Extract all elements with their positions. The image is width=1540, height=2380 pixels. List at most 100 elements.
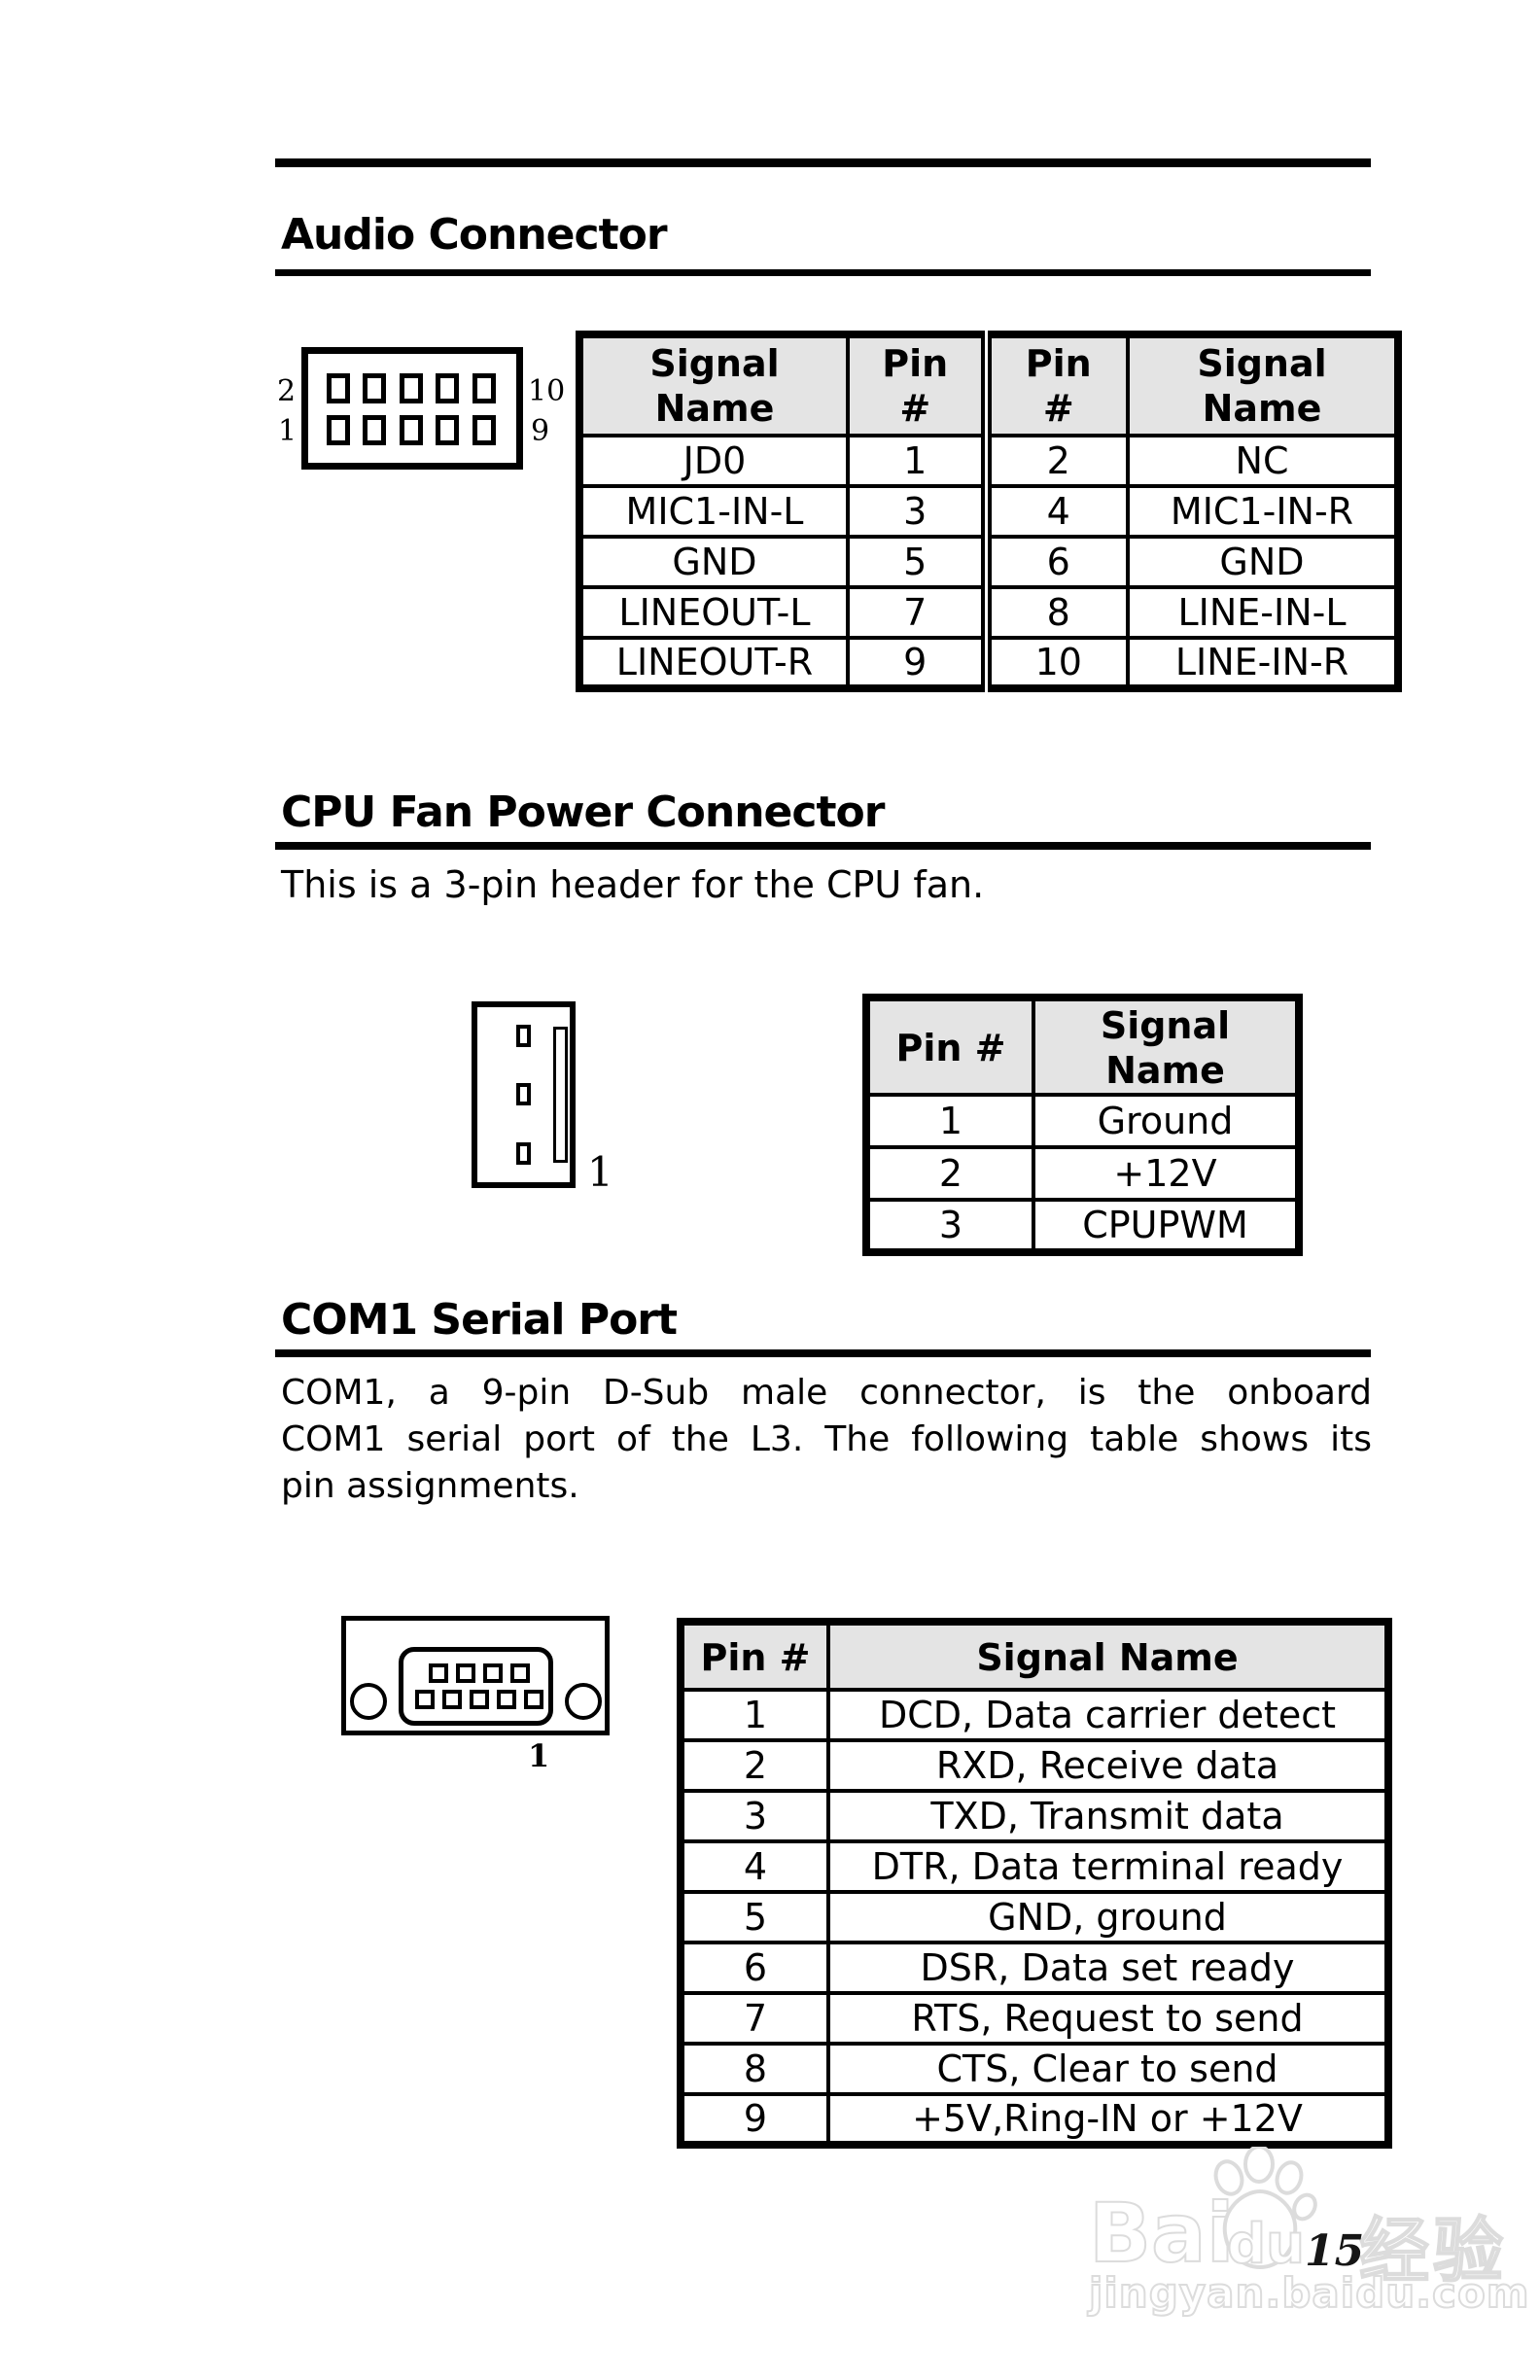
table-cell: 1	[864, 1093, 1035, 1149]
watermark-brand-left: Bai	[1088, 2185, 1236, 2282]
com1-pin-table: Pin # Signal Name 1 DCD, Data carrier de…	[677, 1618, 1392, 2149]
column-header: Pin #	[980, 332, 1130, 438]
pin9-label: 9	[531, 414, 550, 448]
fan-connector-key-slot	[553, 1027, 568, 1163]
table-row: 1 Ground	[864, 1093, 1301, 1149]
table-row: 2 RXD, Receive data	[679, 1738, 1390, 1793]
table-cell: 6	[980, 535, 1130, 589]
table-cell: 10	[980, 636, 1130, 690]
pin-square	[327, 415, 350, 445]
table-cell: 2	[980, 434, 1130, 488]
table-cell: 6	[679, 1941, 830, 1995]
pin-square	[400, 373, 423, 403]
table-cell: 5	[679, 1890, 830, 1944]
pin-square	[442, 1690, 462, 1709]
column-header: Signal Name	[1032, 996, 1301, 1097]
table-cell: DSR, Data set ready	[826, 1941, 1390, 1995]
dsub-screw-hole-right	[565, 1683, 602, 1720]
pin-square	[436, 373, 459, 403]
table-row: 5 GND, ground	[679, 1890, 1390, 1944]
top-rule	[275, 158, 1371, 167]
table-cell: 9	[679, 2092, 830, 2147]
table-row: 3 CPUPWM	[864, 1198, 1301, 1254]
audio-pin-table: Signal Name Pin # Pin # Signal Name JD0 …	[576, 331, 1402, 692]
table-cell: RTS, Request to send	[826, 1991, 1390, 2046]
table-cell: LINEOUT-R	[578, 636, 850, 690]
table-cell: 7	[846, 585, 988, 640]
table-cell: LINE-IN-L	[1126, 585, 1400, 640]
pin10-label: 10	[528, 374, 566, 408]
table-cell: 9	[846, 636, 988, 690]
table-row: 7 RTS, Request to send	[679, 1991, 1390, 2046]
pin-square	[456, 1663, 475, 1683]
pin-square	[363, 373, 386, 403]
table-cell: DCD, Data carrier detect	[826, 1688, 1390, 1742]
table-row: 3 TXD, Transmit data	[679, 1789, 1390, 1843]
watermark-site-url: jingyan.baidu.com	[1088, 2268, 1530, 2318]
cpu-fan-title-rule	[275, 842, 1371, 850]
table-cell: Ground	[1032, 1093, 1301, 1149]
table-cell: 5	[846, 535, 988, 589]
pin-square	[429, 1663, 448, 1683]
table-cell: 3	[846, 484, 988, 539]
fan-pin1-label: 1	[587, 1148, 613, 1196]
table-cell: MIC1-IN-R	[1126, 484, 1400, 539]
cpu-fan-description: This is a 3-pin header for the CPU fan.	[281, 863, 985, 906]
pin-square	[327, 373, 350, 403]
table-cell: GND	[1126, 535, 1400, 589]
pin-square	[472, 415, 496, 445]
column-header: Pin #	[864, 996, 1035, 1097]
dsub-pin-field	[399, 1647, 553, 1726]
com1-paragraph-line: COM1 serial port of the L3. The followin…	[281, 1419, 1372, 1459]
column-header: Signal Name	[578, 332, 850, 438]
pin-square	[497, 1690, 516, 1709]
com1-section-title: COM1 Serial Port	[281, 1295, 678, 1345]
table-row: 4 DTR, Data terminal ready	[679, 1839, 1390, 1894]
audio-section-title: Audio Connector	[281, 210, 668, 260]
column-header: Signal Name	[826, 1620, 1390, 1692]
audio-title-rule	[275, 269, 1371, 276]
page-number: 15	[1305, 2226, 1365, 2276]
cpu-fan-section-title: CPU Fan Power Connector	[281, 788, 885, 837]
table-row: LINEOUT-L 7 8 LINE-IN-L	[578, 585, 1400, 640]
table-row: LINEOUT-R 9 10 LINE-IN-R	[578, 636, 1400, 690]
table-row: 6 DSR, Data set ready	[679, 1941, 1390, 1995]
table-cell: 4	[679, 1839, 830, 1894]
table-cell: GND	[578, 535, 850, 589]
cpu-fan-pin-table: Pin # Signal Name 1 Ground 2 +12V 3 CPUP…	[862, 994, 1303, 1256]
baidu-paw-icon	[1213, 2147, 1317, 2270]
table-row: 1 DCD, Data carrier detect	[679, 1688, 1390, 1742]
table-cell: 2	[864, 1145, 1035, 1202]
table-row: 9 +5V,Ring-IN or +12V	[679, 2092, 1390, 2147]
pin-square	[415, 1690, 435, 1709]
pin-square	[363, 415, 386, 445]
table-row: MIC1-IN-L 3 4 MIC1-IN-R	[578, 484, 1400, 539]
com1-title-rule	[275, 1349, 1371, 1357]
table-cell: 3	[864, 1198, 1035, 1254]
column-header: Pin #	[846, 332, 988, 438]
table-cell: GND, ground	[826, 1890, 1390, 1944]
column-header: Pin #	[679, 1620, 830, 1692]
table-cell: JD0	[578, 434, 850, 488]
table-cell: +12V	[1032, 1145, 1301, 1202]
watermark-brand-cn: 经验	[1358, 2209, 1508, 2292]
table-cell: DTR, Data terminal ready	[826, 1839, 1390, 1894]
table-cell: LINE-IN-R	[1126, 636, 1400, 690]
pin-square	[516, 1083, 531, 1105]
pin-square	[510, 1663, 530, 1683]
table-cell: 3	[679, 1789, 830, 1843]
com1-paragraph-line: pin assignments.	[281, 1466, 579, 1506]
table-cell: MIC1-IN-L	[578, 484, 850, 539]
table-cell: 1	[679, 1688, 830, 1742]
column-header: Signal Name	[1126, 332, 1400, 438]
table-cell: NC	[1126, 434, 1400, 488]
audio-connector-body	[301, 347, 523, 470]
table-cell: CPUPWM	[1032, 1198, 1301, 1254]
watermark-brand-right: du	[1226, 2212, 1306, 2277]
dsub-screw-hole-left	[350, 1683, 387, 1720]
table-cell: CTS, Clear to send	[826, 2042, 1390, 2096]
table-row: 2 +12V	[864, 1145, 1301, 1202]
table-cell: 1	[846, 434, 988, 488]
table-cell: TXD, Transmit data	[826, 1789, 1390, 1843]
